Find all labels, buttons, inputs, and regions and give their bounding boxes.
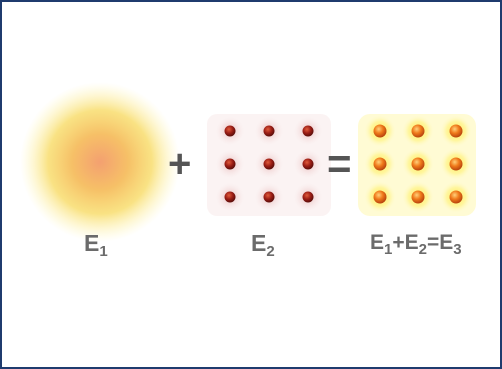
e1-glow-blob — [20, 82, 180, 242]
plus-operator: + — [168, 142, 192, 186]
e2-dot — [294, 150, 322, 178]
e2-dot — [255, 117, 283, 145]
e3-dot — [402, 148, 434, 180]
e2-dot — [216, 183, 244, 211]
e2-dot — [255, 183, 283, 211]
e3-dot — [364, 148, 396, 180]
e3-dot — [402, 181, 434, 213]
diagram-canvas — [20, 82, 476, 242]
e3-dot — [440, 181, 472, 213]
e3-dot — [402, 115, 434, 147]
e2-dot — [216, 117, 244, 145]
equals-operator: = — [327, 140, 352, 187]
e2-dot — [216, 150, 244, 178]
e3-dot — [364, 181, 396, 213]
label-e2: E2 — [251, 230, 275, 260]
label-e3-sum: E1+E2=E3 — [370, 231, 462, 258]
e2-dot — [255, 150, 283, 178]
e2-lattice — [207, 114, 331, 216]
e2-dot — [294, 117, 322, 145]
e2-dot — [294, 183, 322, 211]
e3-dot — [440, 115, 472, 147]
label-e1: E1 — [84, 230, 108, 260]
e3-dot — [364, 115, 396, 147]
e3-dot — [440, 148, 472, 180]
e3-lattice — [358, 114, 476, 216]
